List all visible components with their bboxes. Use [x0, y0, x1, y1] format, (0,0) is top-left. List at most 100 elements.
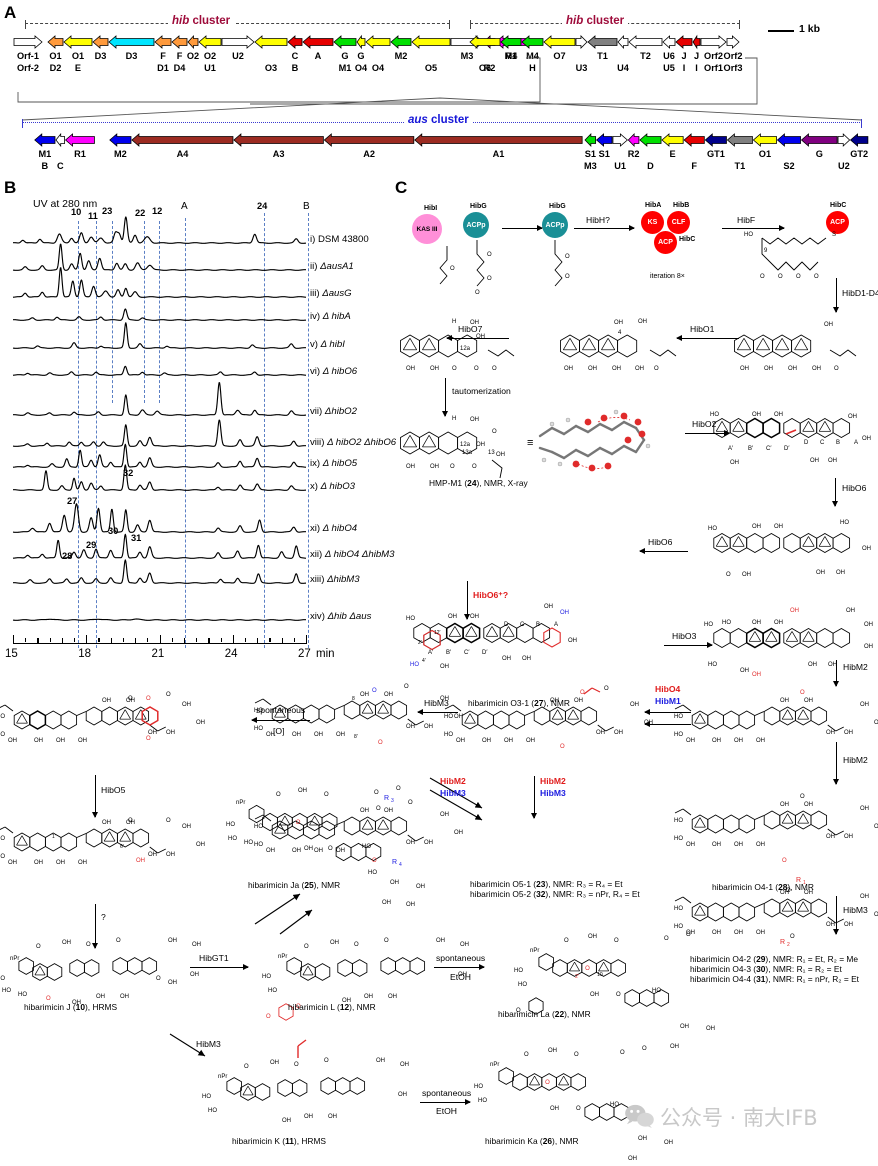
chem-bond — [682, 808, 692, 816]
chem-ring — [349, 1077, 366, 1095]
aromatic-bond — [738, 421, 745, 432]
enzyme-step-spontaneous-2: spontaneous — [436, 953, 486, 963]
chem-bond-chain — [554, 240, 563, 287]
trace-label: xii) Δ hibO4 ΔhibM3 — [310, 549, 395, 560]
highlighted-ring — [423, 629, 441, 651]
trace-roman: xiv) — [310, 611, 328, 622]
gene-arrow — [752, 133, 777, 147]
chem-atom-label: OH — [190, 972, 199, 978]
compound-caption-25: hibarimicin Ja (25), NMR — [248, 880, 341, 890]
aromatic-bond — [574, 961, 580, 972]
chem-atom-label: D′ — [784, 446, 790, 452]
chem-atom-label: HO — [674, 732, 683, 738]
x-axis-tick — [37, 638, 39, 644]
chem-atom-label: OH — [874, 824, 878, 830]
aromatic-bond — [508, 626, 515, 637]
aromatic-bond — [409, 338, 418, 350]
aromatic-bond — [797, 901, 804, 912]
gene-arrow — [287, 35, 303, 49]
trace-label: ix) Δ hibO5 — [310, 458, 357, 469]
chem-atom-label: O — [642, 1046, 647, 1052]
chem-atom-label: O — [116, 938, 121, 944]
chem-ring — [532, 623, 551, 643]
chem-ring — [763, 706, 781, 726]
x-axis-tick-label: 18 — [78, 648, 92, 660]
gene-label-bottom: T1 — [734, 161, 746, 171]
chem-bond — [827, 724, 837, 732]
chem-atom-label: OH — [844, 834, 853, 840]
chem-atom-label: OH — [734, 930, 743, 936]
acpp-bubble-1: ACPp — [463, 212, 489, 238]
chem-atom-label: O — [472, 464, 477, 470]
chem-ring — [101, 706, 118, 726]
gene-label-top: A3 — [272, 149, 285, 159]
chromatogram-trace — [12, 559, 307, 584]
aromatic-bond — [39, 965, 46, 976]
chem-atom-label: O — [492, 429, 497, 435]
aromatic-bond — [802, 709, 809, 720]
chem-ring — [763, 898, 781, 918]
chem-atom-label: OH — [56, 738, 65, 744]
gene-label-bottom: E — [74, 63, 82, 73]
gene-arrow — [500, 35, 522, 49]
enzyme-step-hibo2: HibO2 — [692, 419, 717, 429]
chem-atom-label: OH — [126, 698, 135, 704]
chem-atom-label: OH — [406, 902, 415, 908]
gene-arrow — [64, 133, 95, 147]
trace-label: xi) Δ hibO4 — [310, 523, 357, 534]
chem-ring — [132, 828, 150, 848]
gene-label-top: A4 — [176, 149, 189, 159]
chem-atom-label: OH — [860, 894, 869, 900]
x-axis-tick — [135, 638, 137, 644]
chem-ring — [746, 533, 764, 553]
gene-arrow — [543, 35, 576, 49]
chem-atom-label: OH — [182, 824, 191, 830]
gene-label-bottom: D4 — [173, 63, 186, 73]
chem-atom-label: 12′ — [434, 630, 441, 636]
gene-label-bottom: D — [647, 161, 654, 171]
chem-atom-label: OH — [740, 668, 749, 674]
chem-atom-label: R — [796, 877, 801, 884]
chem-atom-label: OH — [836, 570, 845, 576]
arrow-spontaneous-etoh-2 — [420, 1098, 471, 1106]
chem-atom-label: OH — [456, 738, 465, 744]
chem-atom-label: O — [36, 944, 41, 950]
chromatogram-trace — [12, 322, 307, 349]
chem-ring — [498, 1067, 514, 1085]
chem-atom-label: OH — [752, 412, 761, 418]
aromatic-bond — [818, 421, 826, 432]
chem-bond — [835, 726, 844, 732]
gene-arrow — [92, 35, 109, 49]
chromatogram-traces — [12, 216, 307, 621]
chem-bond — [0, 826, 6, 831]
chem-atom-label: OH — [804, 890, 813, 896]
aromatic-bond — [736, 338, 745, 350]
aromatic-bond — [791, 631, 799, 642]
peak-marker-label: 23 — [102, 206, 113, 216]
trace-roman: ii) — [310, 261, 321, 272]
aromatic-bond — [469, 713, 476, 724]
gene-arrow — [661, 133, 684, 147]
chem-atom-label: O — [146, 696, 151, 702]
chem-ring — [722, 902, 740, 922]
trace-roman: xii) — [310, 549, 325, 560]
chem-ring — [738, 902, 756, 922]
chem-atom-label: O — [574, 1052, 579, 1058]
x-axis-tick — [306, 635, 308, 644]
trace-strain-name: ΔausG — [322, 288, 352, 299]
gene-label-top: O2 — [186, 51, 200, 61]
chem-atom-label: OH — [844, 730, 853, 736]
chem-atom-label: R — [392, 859, 397, 866]
aromatic-bond — [569, 338, 578, 350]
aromatic-bond — [119, 831, 126, 842]
chem-atom-label: OH — [436, 938, 445, 944]
chem-atom-label: OH — [664, 1140, 673, 1146]
chem-atom-label: O — [294, 1062, 299, 1068]
chem-atom-label: OH — [874, 720, 878, 726]
chem-bond-chain — [491, 459, 503, 479]
chem-bond — [682, 896, 692, 904]
chem-atom-label: OH — [808, 662, 817, 668]
aromatic-bond — [598, 961, 604, 972]
